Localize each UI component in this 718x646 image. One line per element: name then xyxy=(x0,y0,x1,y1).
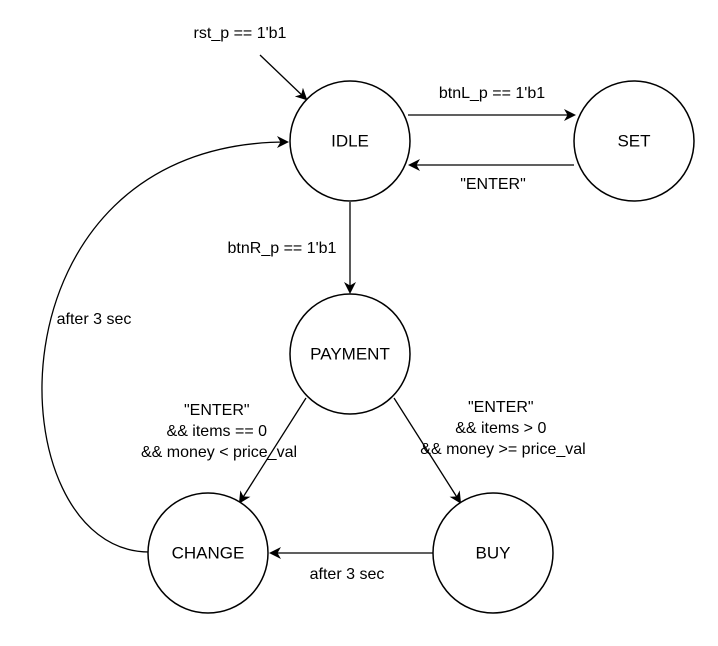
label-payment-to-change: "ENTER" && items == 0 && money < price_v… xyxy=(141,402,297,461)
label-reset-line-1: rst_p == 1'b1 xyxy=(194,25,287,42)
label-payment-to-change-line-2: && items == 0 xyxy=(167,423,268,440)
state-idle-circle xyxy=(289,80,411,202)
state-payment: PAYMENT xyxy=(289,293,411,415)
label-idle-to-set: btnL_p == 1'b1 xyxy=(439,85,545,102)
label-change-to-idle: after 3 sec xyxy=(57,311,132,328)
edges xyxy=(41,54,576,559)
state-change: CHANGE xyxy=(147,492,269,614)
edge-reset xyxy=(259,54,308,101)
state-buy-circle xyxy=(432,492,554,614)
label-reset: rst_p == 1'b1 xyxy=(194,25,287,42)
label-payment-to-change-line-1: "ENTER" xyxy=(184,402,250,419)
state-idle-label: IDLE xyxy=(331,132,369,151)
state-set-label: SET xyxy=(617,132,650,151)
state-change-circle xyxy=(147,492,269,614)
state-buy-label: BUY xyxy=(476,544,511,563)
state-payment-circle xyxy=(289,293,411,415)
label-set-to-idle: "ENTER" xyxy=(460,176,526,193)
label-buy-to-change-line-1: after 3 sec xyxy=(310,566,385,583)
state-set-circle xyxy=(573,80,695,202)
label-set-to-idle-line-1: "ENTER" xyxy=(460,176,526,193)
state-idle: IDLE xyxy=(289,80,411,202)
label-payment-to-change-line-3: && money < price_val xyxy=(141,444,297,461)
edge-labels: rst_p == 1'b1 btnL_p == 1'b1 "ENTER" btn… xyxy=(57,25,586,583)
label-payment-to-buy: "ENTER" && items > 0 && money >= price_v… xyxy=(420,399,585,458)
state-change-label: CHANGE xyxy=(172,544,245,563)
label-payment-to-buy-line-1: "ENTER" xyxy=(468,399,534,416)
state-buy: BUY xyxy=(432,492,554,614)
label-idle-to-set-line-1: btnL_p == 1'b1 xyxy=(439,85,545,102)
label-payment-to-buy-line-3: && money >= price_val xyxy=(420,441,585,458)
label-buy-to-change: after 3 sec xyxy=(310,566,385,583)
label-payment-to-buy-line-2: && items > 0 xyxy=(455,420,546,437)
state-set: SET xyxy=(573,80,695,202)
label-change-to-idle-line-1: after 3 sec xyxy=(57,311,132,328)
edge-payment-to-buy xyxy=(393,397,462,504)
edge-payment-to-change xyxy=(238,397,307,504)
label-idle-to-payment: btnR_p == 1'b1 xyxy=(228,240,337,257)
label-idle-to-payment-line-1: btnR_p == 1'b1 xyxy=(228,240,337,257)
state-payment-label: PAYMENT xyxy=(310,345,390,364)
edge-change-to-idle xyxy=(41,136,289,553)
